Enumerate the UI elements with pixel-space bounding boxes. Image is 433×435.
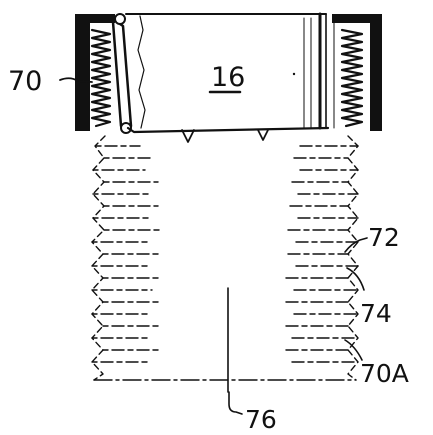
crest-ref-label: 72 (368, 223, 400, 252)
piston-body (125, 12, 330, 143)
root-ref-label: 74 (360, 299, 392, 328)
left-housing (75, 14, 115, 131)
axis-ref-label: 76 (245, 405, 277, 434)
right-thread-profile (285, 135, 359, 381)
piston-ref-label: 16 (211, 62, 245, 93)
leader-lines (59, 77, 368, 361)
left-thread-profile (91, 135, 163, 381)
hinge-arm (111, 13, 133, 134)
left-spring (90, 28, 112, 128)
centerline-axis (93, 287, 357, 415)
right-housing (332, 14, 382, 131)
thread-ref-label: 70A (360, 359, 409, 388)
spring-ref-label: 70 (8, 66, 42, 97)
right-spring (340, 28, 364, 128)
